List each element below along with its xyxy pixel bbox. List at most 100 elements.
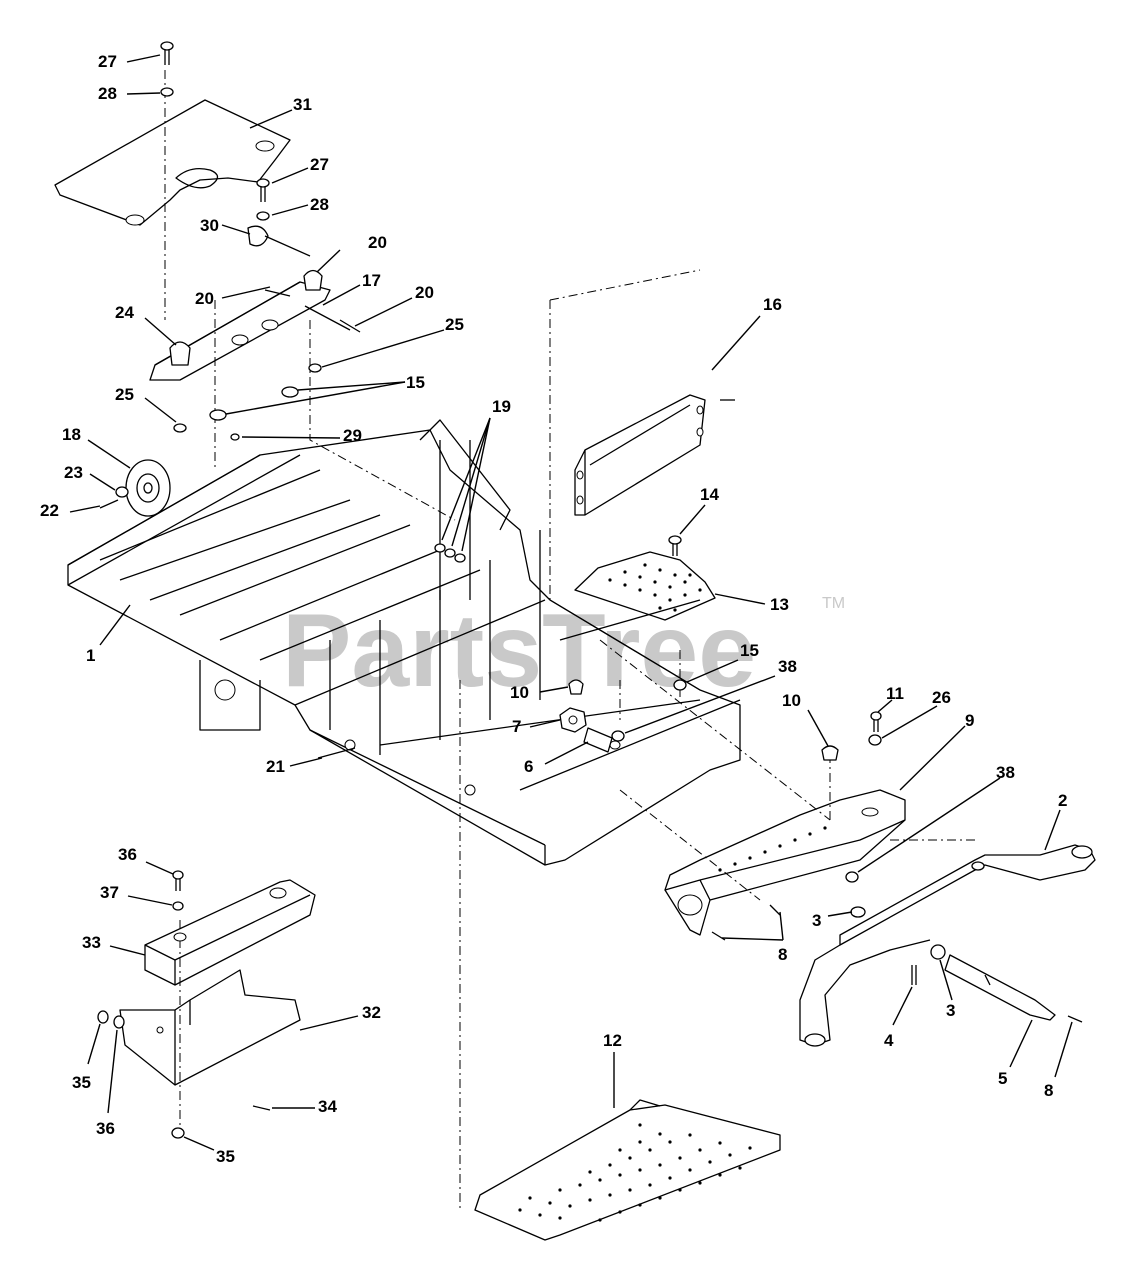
bumper-24-right [303,269,323,291]
callout-7: 7 [512,717,521,736]
callout-29: 29 [343,426,362,445]
bolt-27-top [160,41,174,65]
callout-14: 14 [700,485,719,504]
pulley-18 [125,459,171,517]
cap-10-left [568,679,584,695]
callout-36-left: 36 [96,1119,115,1138]
callout-27-top: 27 [98,52,117,71]
washer-28-top [160,87,174,97]
bolt-14 [668,535,682,556]
callout-13: 13 [770,595,789,614]
callout-8-right: 8 [1044,1081,1053,1100]
callout-8-left: 8 [778,945,787,964]
callout-30: 30 [200,216,219,235]
front-axle-2 [799,844,1096,1047]
grommets-15-top [209,386,299,421]
callout-1: 1 [86,646,95,665]
spindle-3-lower [930,944,946,960]
pin-29 [230,433,240,441]
nut-38-right [845,871,859,883]
bolt-20-right [339,319,361,333]
bolt-22 [99,499,119,509]
callout-10-left: 10 [510,683,529,702]
callout-16: 16 [763,295,782,314]
bolt-8-right [1067,1015,1083,1023]
washer-23 [115,486,129,498]
callout-12: 12 [603,1031,622,1050]
callout-20-left: 20 [195,289,214,308]
callout-15-lower: 15 [740,641,759,660]
washer-26 [868,734,882,746]
callout-26: 26 [932,688,951,707]
callout-11: 11 [886,684,904,703]
bolt-20-left [264,289,291,297]
seat-pad-33 [144,879,316,986]
floor-plate-31 [54,99,291,226]
bolt-34 [252,1105,271,1111]
callout-23: 23 [64,463,83,482]
callout-32: 32 [362,1003,381,1022]
washer-28-mid [256,211,270,221]
callout-4: 4 [884,1031,894,1050]
nut-25-right [308,363,322,373]
callout-9: 9 [965,711,974,730]
callout-20-right: 20 [415,283,434,302]
callout-3-upper: 3 [812,911,821,930]
callout-15-top: 15 [406,373,425,392]
callout-27-mid: 27 [310,155,329,174]
tie-rod-5 [944,954,1056,1021]
callout-28-top: 28 [98,84,117,103]
bolt-36-top [172,870,184,891]
callout-10-right: 10 [782,691,801,710]
callout-24-right: 20 [368,233,387,252]
callout-22: 22 [40,501,59,520]
cap-10-right [821,745,839,761]
watermark-trademark: TM [822,595,845,612]
latch-30 [247,225,311,257]
callout-3-lower: 3 [946,1001,955,1020]
callout-6: 6 [524,757,533,776]
washer-35-bottom [171,1127,185,1139]
callout-25-right: 25 [445,315,464,334]
callout-17: 17 [362,271,381,290]
bolt-11 [870,711,882,732]
axle-mount-9 [664,789,906,936]
callout-38-right: 38 [996,763,1015,782]
bolt-27-mid [256,178,270,202]
bolt-4 [911,965,917,985]
bumper-24-left [169,341,191,366]
footrest-12 [474,1099,781,1241]
callout-37: 37 [100,883,119,902]
nut-25-left [173,423,187,433]
bracket-16 [574,394,735,516]
bolts-8-left [711,904,781,941]
bracket-32 [119,969,301,1086]
grommet-15-lower [673,679,687,691]
callout-35-left: 35 [72,1073,91,1092]
callout-28-mid: 28 [310,195,329,214]
bolts-19 [434,543,466,563]
callout-35-bottom: 35 [216,1147,235,1166]
spacer-6 [583,727,613,753]
callouts: 27 28 31 27 28 30 20 20 17 20 24 25 15 2… [40,52,1073,1166]
nut-38-left [611,730,625,742]
callout-2: 2 [1058,791,1067,810]
nut-7 [559,707,587,733]
callout-19: 19 [492,397,511,416]
callout-38-left: 38 [778,657,797,676]
callout-21: 21 [266,757,285,776]
callout-33: 33 [82,933,101,952]
spindle-3-upper [850,906,866,918]
foot-plate-13 [574,551,716,621]
callout-25-left: 25 [115,385,134,404]
bolt-21 [317,747,356,759]
callout-31: 31 [293,95,312,114]
callout-36-top: 36 [118,845,137,864]
callout-34: 34 [318,1097,337,1116]
washer-36-left [113,1015,125,1029]
callout-18: 18 [62,425,81,444]
assembly-lines [164,70,975,1210]
callout-24-left: 24 [115,303,134,322]
washer-37 [172,901,184,911]
